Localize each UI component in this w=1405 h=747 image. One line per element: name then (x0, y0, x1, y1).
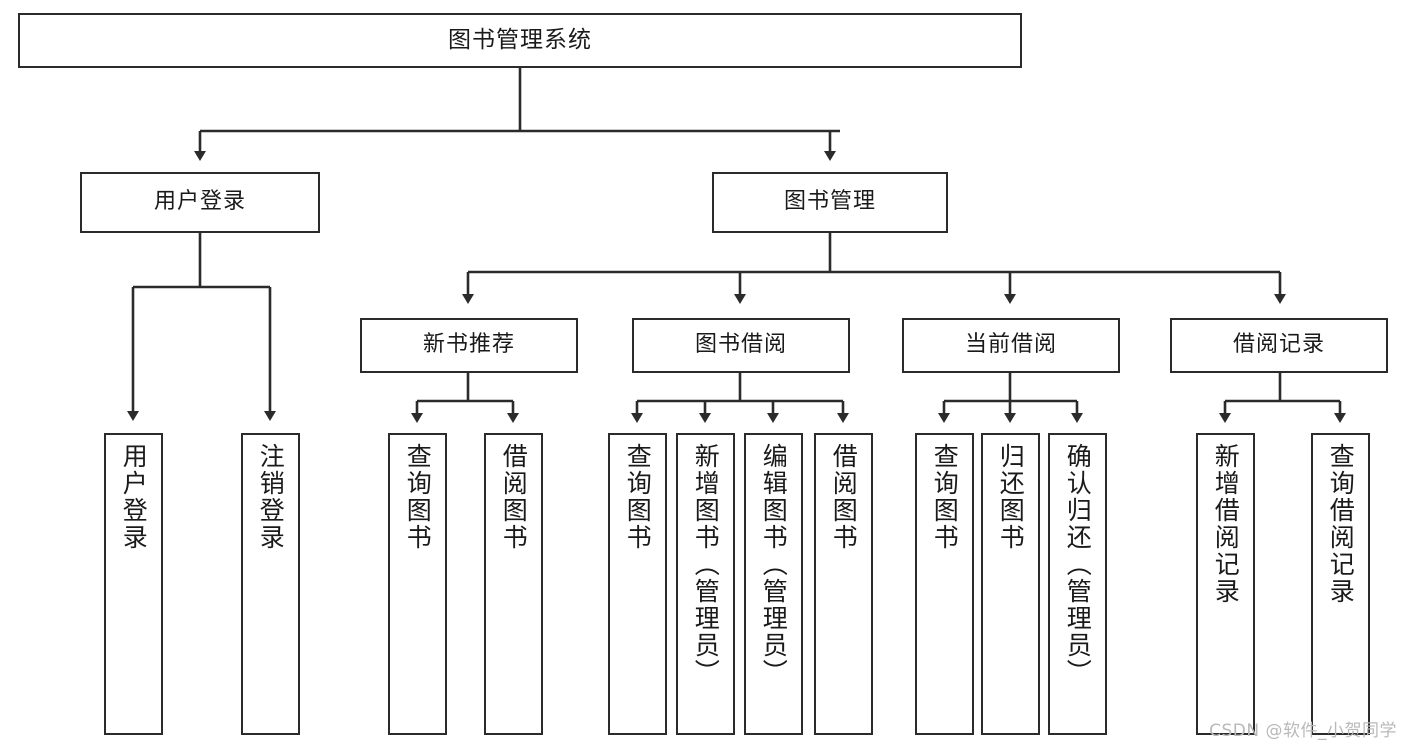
leaf-search-book-borrow[interactable]: 查询图书 (608, 433, 667, 735)
leaf-search-book-newbook-label: 查询图书 (403, 443, 433, 551)
leaf-confirm-return-admin[interactable]: 确认归还（管理员） (1048, 433, 1107, 735)
leaf-add-book-admin-label: 新增图书（管理员） (691, 443, 721, 686)
leaf-search-book-current-label: 查询图书 (930, 443, 960, 551)
node-borrow-records-label: 借阅记录 (1232, 332, 1325, 358)
leaf-search-book-borrow-label: 查询图书 (623, 443, 653, 551)
node-current-borrow-label: 当前借阅 (964, 332, 1057, 358)
node-new-book-recommend-label: 新书推荐 (422, 332, 515, 358)
leaf-borrow-book-borrow-label: 借阅图书 (829, 443, 859, 551)
node-book-management-label: 图书管理 (783, 189, 876, 215)
node-borrow-records[interactable]: 借阅记录 (1170, 318, 1388, 373)
leaf-user-login-label: 用户登录 (119, 443, 149, 551)
leaf-confirm-return-admin-label: 确认归还（管理员） (1063, 443, 1093, 686)
node-new-book-recommend[interactable]: 新书推荐 (360, 318, 578, 373)
leaf-user-login[interactable]: 用户登录 (104, 433, 163, 735)
leaf-logout[interactable]: 注销登录 (241, 433, 300, 735)
leaf-search-book-current[interactable]: 查询图书 (915, 433, 974, 735)
node-user-login[interactable]: 用户登录 (80, 172, 320, 233)
leaf-search-book-newbook[interactable]: 查询图书 (388, 433, 447, 735)
node-book-borrow-label: 图书借阅 (694, 332, 787, 358)
leaf-return-book-label: 归还图书 (996, 443, 1026, 551)
leaf-borrow-book-borrow[interactable]: 借阅图书 (814, 433, 873, 735)
csdn-watermark: CSDN @软件_小贺同学 (1209, 721, 1397, 741)
leaf-query-borrow-record[interactable]: 查询借阅记录 (1311, 433, 1370, 735)
node-book-borrow[interactable]: 图书借阅 (632, 318, 850, 373)
leaf-add-book-admin[interactable]: 新增图书（管理员） (676, 433, 735, 735)
leaf-edit-book-admin-label: 编辑图书（管理员） (759, 443, 789, 686)
leaf-borrow-book-newbook-label: 借阅图书 (499, 443, 529, 551)
leaf-add-borrow-record-label: 新增借阅记录 (1211, 443, 1241, 605)
leaf-edit-book-admin[interactable]: 编辑图书（管理员） (744, 433, 803, 735)
node-root-label: 图书管理系统 (448, 26, 592, 53)
node-user-login-label: 用户登录 (153, 189, 246, 215)
leaf-query-borrow-record-label: 查询借阅记录 (1326, 443, 1356, 605)
leaf-add-borrow-record[interactable]: 新增借阅记录 (1196, 433, 1255, 735)
leaf-return-book[interactable]: 归还图书 (981, 433, 1040, 735)
leaf-logout-label: 注销登录 (256, 443, 286, 551)
leaf-borrow-book-newbook[interactable]: 借阅图书 (484, 433, 543, 735)
node-book-management[interactable]: 图书管理 (712, 172, 948, 233)
node-root[interactable]: 图书管理系统 (18, 13, 1022, 68)
node-current-borrow[interactable]: 当前借阅 (902, 318, 1120, 373)
